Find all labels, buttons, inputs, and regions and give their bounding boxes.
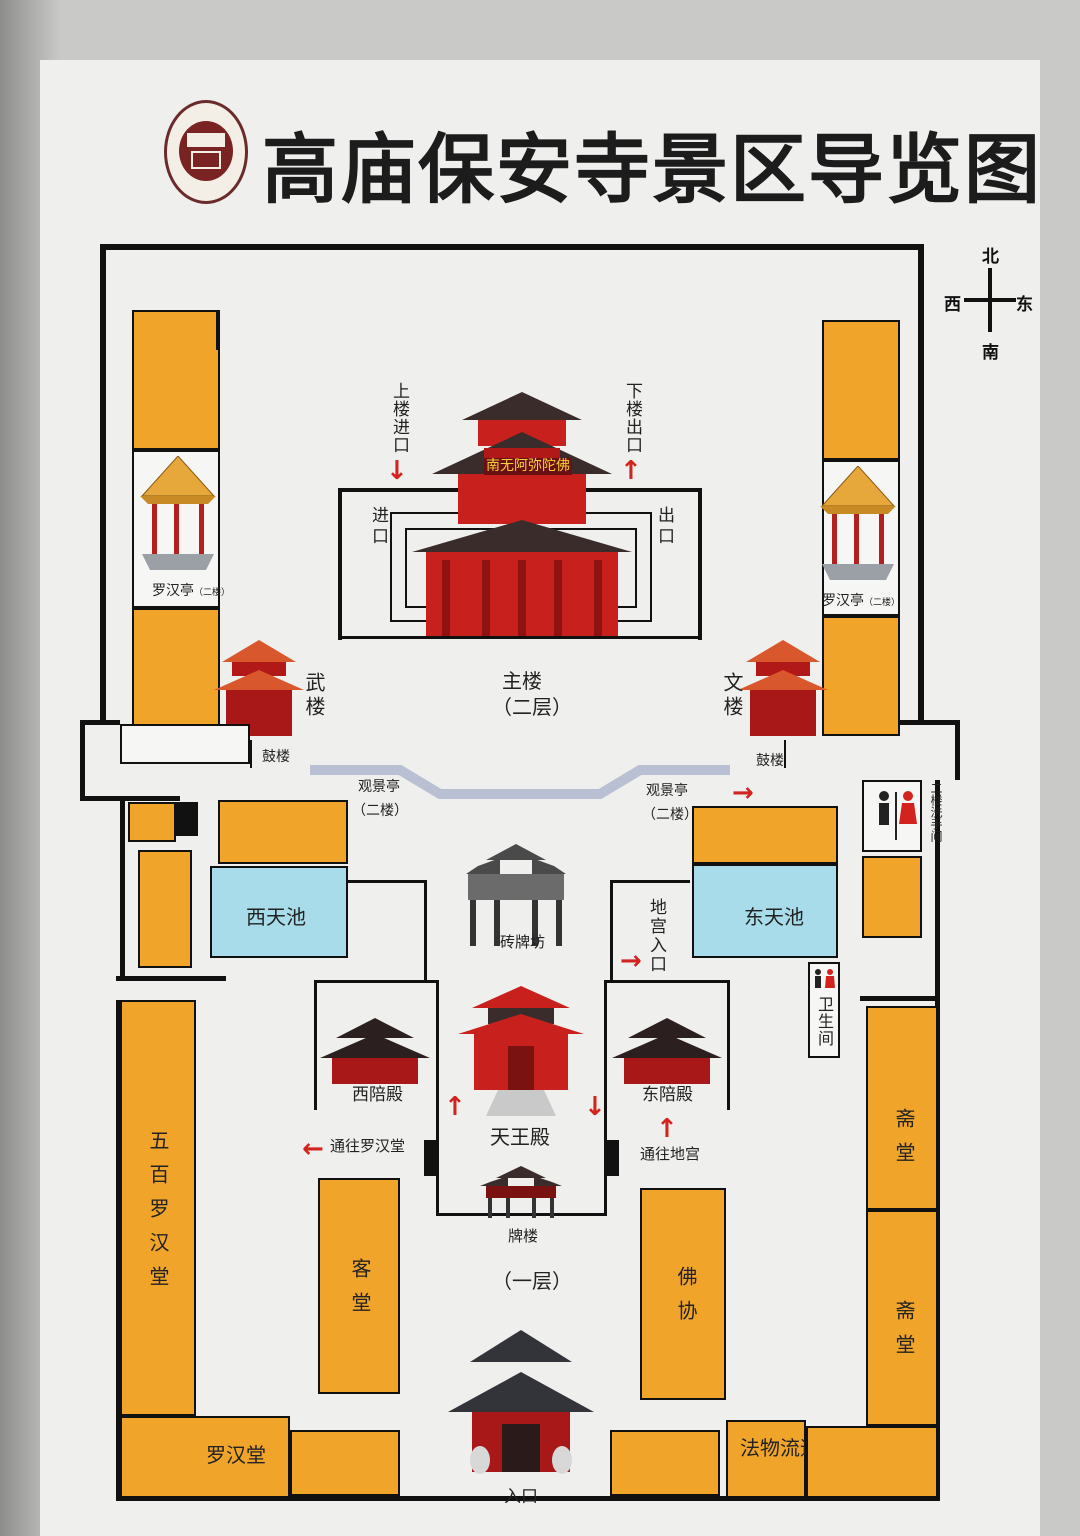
toilet-small-icon bbox=[815, 969, 835, 988]
compass-west: 西 bbox=[944, 295, 961, 315]
stairs-up-label: 上楼进口 bbox=[389, 382, 409, 454]
brick-archway-label: 砖牌坊 bbox=[500, 933, 546, 951]
left-view-pavilion-label: 观景亭 bbox=[358, 779, 400, 795]
east-pool bbox=[692, 864, 838, 958]
to-luohan-arrow: ← bbox=[302, 1134, 324, 1164]
to-underground-arrow: ↑ bbox=[656, 1114, 678, 1144]
stairs-up-arrow: ↓ bbox=[386, 456, 408, 486]
toilet-box bbox=[808, 962, 840, 1058]
west-hall-top bbox=[218, 800, 348, 864]
to-luohan-label: 通往罗汉堂 bbox=[330, 1137, 406, 1155]
main-entrance-label: 进口 bbox=[368, 506, 388, 548]
guest-hall-label: 客堂 bbox=[348, 1258, 372, 1326]
stairs-down-arrow: ↑ bbox=[620, 456, 642, 486]
wubai-luohan-hall bbox=[120, 1000, 196, 1416]
west-pool-label: 西天池 bbox=[246, 905, 306, 929]
left-hall-south bbox=[132, 608, 220, 738]
west-side-hall bbox=[320, 1018, 430, 1084]
dharma-shop bbox=[726, 1420, 806, 1498]
temple-logo bbox=[164, 100, 248, 204]
tianwang-down-arrow: ↓ bbox=[584, 1092, 606, 1122]
underground-entry-arrow: → bbox=[620, 946, 642, 976]
main-plaque: 南无阿弥陀佛 bbox=[484, 458, 572, 476]
zhai-tang-north-label: 斋堂 bbox=[892, 1108, 916, 1176]
buddhist-association bbox=[640, 1188, 726, 1400]
wall-upper-right bbox=[918, 244, 924, 720]
brick-archway bbox=[466, 844, 566, 946]
zhai-tang-south bbox=[866, 1210, 938, 1426]
tianwang-up-arrow: ↑ bbox=[444, 1092, 466, 1122]
east-side-hall-label: 东陪殿 bbox=[642, 1085, 693, 1105]
left-view-pavilion-floor: （二楼） bbox=[352, 803, 408, 819]
east-pool-label: 东天池 bbox=[744, 905, 804, 929]
right-view-pavilion-label: 观景亭 bbox=[646, 783, 688, 799]
gu-lou-right-label: 鼓楼 bbox=[756, 753, 784, 769]
left-luohan-pavilion-label: 罗汉亭（二楼） bbox=[152, 583, 231, 599]
wen-lou-label: 文楼 bbox=[720, 672, 744, 720]
wall-mid-band-top bbox=[80, 720, 120, 725]
zhai-tang-north bbox=[866, 1006, 938, 1210]
entrance-gate bbox=[448, 1330, 594, 1474]
compass-rose: 北 南 西 东 bbox=[944, 240, 1042, 363]
compass-east: 东 bbox=[1016, 295, 1033, 315]
tianwang-hall-label: 天王殿 bbox=[490, 1125, 550, 1149]
west-side-hall-label: 西陪殿 bbox=[352, 1085, 403, 1105]
compass-north: 北 bbox=[982, 247, 999, 267]
map-title: 高庙保安寺景区导览图 bbox=[262, 125, 1042, 214]
toilet-2f-label: 二楼洗手间 bbox=[929, 782, 943, 842]
ground-floor-label: （一层） bbox=[492, 1269, 572, 1293]
main-building-floor: （二层） bbox=[492, 695, 572, 719]
right-hall-north bbox=[822, 320, 900, 460]
main-exit-label: 出口 bbox=[654, 506, 674, 548]
east-side-hall bbox=[612, 1018, 722, 1084]
left-hall-north bbox=[132, 310, 220, 450]
zhai-tang-south-label: 斋堂 bbox=[892, 1300, 916, 1368]
right-luohan-pavilion bbox=[820, 466, 896, 580]
west-pool bbox=[210, 866, 348, 958]
main-building-label: 主楼 bbox=[502, 669, 542, 693]
guest-hall bbox=[318, 1178, 400, 1394]
pailou bbox=[480, 1166, 562, 1218]
view-corridor bbox=[310, 765, 730, 799]
wall-upper-left bbox=[100, 244, 106, 720]
toilet-icon bbox=[879, 791, 917, 840]
wall-outer-top bbox=[100, 244, 924, 250]
wall-bottom bbox=[116, 1496, 940, 1501]
east-hall-top bbox=[692, 806, 838, 864]
to-underground-label: 通往地宫 bbox=[640, 1145, 701, 1163]
stairs-down-label: 下楼出口 bbox=[622, 382, 642, 454]
left-luohan-pavilion bbox=[140, 456, 216, 570]
gu-lou-left-label: 鼓楼 bbox=[262, 749, 290, 765]
right-hall-south bbox=[822, 616, 900, 736]
right-luohan-pavilion-label: 罗汉亭（二楼） bbox=[822, 593, 901, 609]
right-view-pavilion-floor: （二楼） bbox=[642, 807, 698, 823]
luohan-tang-hall bbox=[120, 1416, 290, 1498]
corridor-arrow: → bbox=[732, 778, 754, 808]
compass-south: 南 bbox=[982, 343, 999, 363]
pailou-label: 牌楼 bbox=[508, 1227, 539, 1245]
luohan-tang-label: 罗汉堂 bbox=[206, 1443, 266, 1467]
wen-lou-building bbox=[738, 640, 828, 736]
buddhist-association-label: 佛协 bbox=[674, 1266, 698, 1334]
wall-lower-left bbox=[116, 1000, 121, 1500]
toilet-label: 卫生间 bbox=[815, 996, 834, 1047]
wu-lou-label: 武楼 bbox=[302, 672, 326, 720]
wubai-luohan-label: 五百罗汉堂 bbox=[146, 1130, 170, 1300]
main-building bbox=[412, 392, 632, 636]
entrance-label: 入口 bbox=[504, 1487, 538, 1507]
underground-entry-label: 地宫入口 bbox=[646, 898, 666, 974]
tianwang-hall bbox=[458, 986, 584, 1116]
